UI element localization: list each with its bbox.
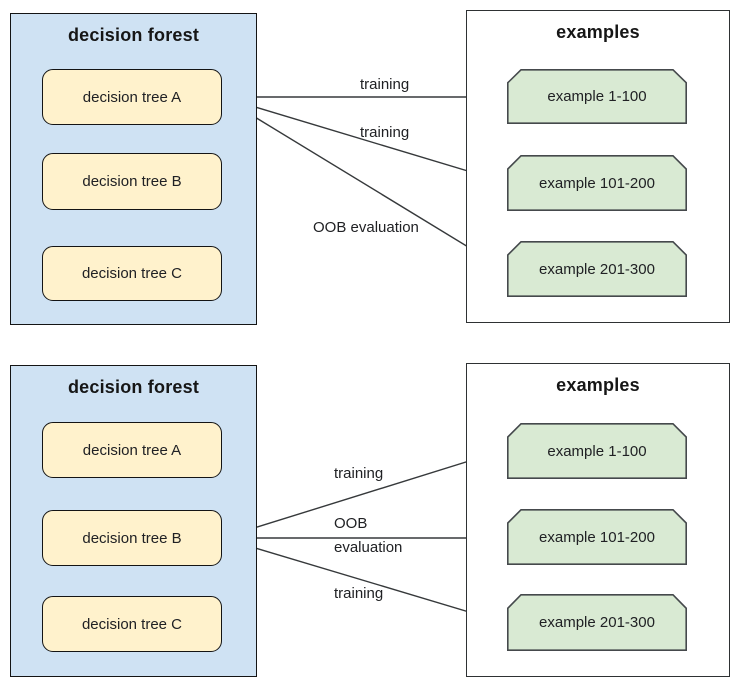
example-1-100-box: example 1-100 (507, 423, 687, 479)
example-1-100-label: example 1-100 (547, 442, 647, 460)
decision-tree-a-box: decision tree A (42, 69, 222, 125)
arrow-label-oob-evaluation: OOB evaluation (334, 515, 403, 556)
decision-tree-b-box: decision tree B (42, 510, 222, 566)
decision-tree-c-label: decision tree C (81, 265, 183, 282)
example-1-100-box: example 1-100 (507, 69, 687, 124)
decision-forest-title: decision forest (67, 377, 200, 397)
arrow-label-oob-evaluation: OOB evaluation (313, 219, 419, 236)
example-201-300-label: example 201-300 (539, 614, 655, 631)
decision-tree-a-box: decision tree A (42, 422, 222, 478)
examples-title: examples (556, 22, 640, 42)
chamfered-card-shape (507, 423, 687, 479)
decision-forest-box: decision forest decision tree A decision… (10, 13, 257, 325)
chamfered-card-shape (507, 594, 687, 651)
example-101-200-box: example 101-200 (507, 509, 687, 565)
example-201-300-box: example 201-300 (507, 241, 687, 297)
decision-forest-title: decision forest (67, 25, 200, 45)
examples-box: examples example 1-100 example 101-200 e… (466, 10, 730, 323)
example-101-200-label: example 101-200 (539, 528, 655, 546)
decision-forest-box: decision forest decision tree A decision… (10, 365, 257, 677)
decision-tree-b-label: decision tree B (82, 529, 182, 547)
examples-title: examples (556, 375, 640, 395)
chamfered-card-shape (507, 69, 687, 124)
example-201-300-box: example 201-300 (507, 594, 687, 651)
decision-tree-b-box: decision tree B (42, 153, 222, 210)
example-101-200-box: example 101-200 (507, 155, 687, 211)
arrow-label-training-2: training (334, 585, 384, 602)
decision-tree-c-box: decision tree C (42, 246, 222, 301)
decision-tree-a-label: decision tree A (82, 88, 182, 106)
arrow-label-training-1: training (360, 76, 410, 93)
example-101-200-label: example 101-200 (539, 174, 655, 192)
decision-tree-a-label: decision tree A (82, 441, 182, 459)
decision-tree-c-box: decision tree C (42, 596, 222, 652)
arrow-label-training-1: training (334, 465, 384, 482)
decision-tree-b-label: decision tree B (82, 173, 182, 190)
arrow-label-training-2: training (360, 124, 410, 141)
chamfered-card-shape (507, 155, 687, 211)
chamfered-card-shape (507, 509, 687, 565)
example-201-300-label: example 201-300 (539, 260, 655, 278)
decision-tree-c-label: decision tree C (81, 615, 183, 633)
examples-box: examples example 1-100 example 101-200 e… (466, 363, 730, 677)
chamfered-card-shape (507, 241, 687, 297)
example-1-100-label: example 1-100 (547, 88, 647, 105)
